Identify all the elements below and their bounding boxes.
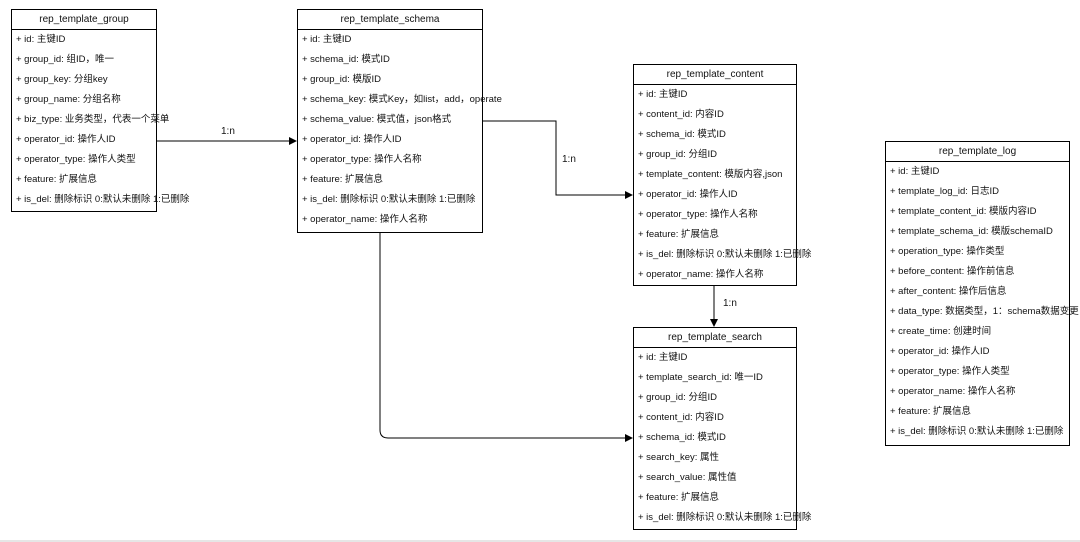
- edge-label-group-schema: 1:n: [221, 126, 235, 138]
- entity-field: + content_id: 内容ID: [638, 109, 724, 120]
- entity-field: + schema_id: 模式ID: [638, 432, 726, 443]
- entity-fields: + id: 主键ID + schema_id: 模式ID + group_id: 模…: [298, 30, 502, 230]
- entity-field: + operation_type: 操作类型: [890, 246, 1005, 257]
- entity-field: + feature: 扩展信息: [16, 174, 98, 185]
- entity-field: + group_name: 分组名称: [16, 94, 121, 105]
- entity-field: + is_del: 删除标识 0:默认未删除 1:已删除: [890, 426, 1064, 437]
- edge-schema-to-search: [379, 232, 633, 442]
- entity-field: + content_id: 内容ID: [638, 412, 724, 423]
- entity-field: + schema_id: 模式ID: [302, 54, 390, 65]
- entity-field: + operator_id: 操作人ID: [638, 189, 738, 200]
- entity-field: + is_del: 删除标识 0:默认未删除 1:已删除: [16, 194, 190, 205]
- entity-field: + feature: 扩展信息: [890, 406, 972, 417]
- edge-label-schema-content: 1:n: [562, 154, 576, 166]
- entity-field: + operator_name: 操作人名称: [638, 269, 764, 280]
- entity-field: + id: 主键ID: [638, 352, 688, 363]
- entity-rep-template-log[interactable]: rep_template_log + id: 主键ID + template_lo…: [885, 141, 1079, 446]
- entity-rep-template-schema[interactable]: rep_template_schema + id: 主键ID + schema_i…: [297, 9, 502, 233]
- entity-title: rep_template_search: [634, 328, 796, 348]
- entity-field: + is_del: 删除标识 0:默认未删除 1:已删除: [302, 194, 476, 205]
- edge-label-content-search: 1:n: [723, 298, 737, 310]
- entity-fields: + id: 主键ID + template_search_id: 唯一ID + gr…: [634, 348, 812, 528]
- entity-rep-template-content[interactable]: rep_template_content + id: 主键ID + content…: [633, 64, 812, 286]
- entity-fields: + id: 主键ID + group_id: 组ID，唯一 + group_key:…: [12, 30, 190, 210]
- entity-fields: + id: 主键ID + template_log_id: 日志ID + templ…: [886, 162, 1079, 442]
- entity-field: + id: 主键ID: [16, 34, 66, 45]
- entity-field: + search_key: 属性: [638, 452, 720, 463]
- entity-field: + id: 主键ID: [302, 34, 352, 45]
- entity-field: + group_key: 分组key: [16, 74, 108, 85]
- entity-field: + group_id: 分组ID: [638, 149, 717, 160]
- entity-field: + operator_id: 操作人ID: [302, 134, 402, 145]
- entity-field: + biz_type: 业务类型，代表一个菜单: [16, 114, 170, 125]
- entity-field: + search_value: 属性值: [638, 472, 737, 483]
- canvas-bottom-edge: [0, 540, 1080, 542]
- edge-schema-to-content: [482, 120, 633, 199]
- entity-field: + schema_id: 模式ID: [638, 129, 726, 140]
- entity-field: + after_content: 操作后信息: [890, 286, 1007, 297]
- entity-title: rep_template_log: [886, 142, 1069, 162]
- entity-field: + schema_key: 模式Key，如list，add，operate: [302, 94, 502, 105]
- entity-field: + operator_name: 操作人名称: [890, 386, 1016, 397]
- entity-field: + is_del: 删除标识 0:默认未删除 1:已删除: [638, 512, 812, 523]
- entity-field: + id: 主键ID: [890, 166, 940, 177]
- entity-field: + template_schema_id: 模版schemaID: [890, 226, 1053, 237]
- entity-field: + feature: 扩展信息: [302, 174, 384, 185]
- entity-field: + schema_value: 模式值，json格式: [302, 114, 452, 125]
- entity-field: + operator_type: 操作人类型: [890, 366, 1010, 377]
- entity-field: + template_log_id: 日志ID: [890, 186, 1000, 197]
- entity-field: + operator_id: 操作人ID: [16, 134, 116, 145]
- entity-title: rep_template_content: [634, 65, 796, 85]
- entity-field: + create_time: 创建时间: [890, 326, 992, 337]
- entity-field: + operator_type: 操作人类型: [16, 154, 136, 165]
- entity-field: + before_content: 操作前信息: [890, 266, 1015, 277]
- entity-rep-template-search[interactable]: rep_template_search + id: 主键ID + template…: [633, 327, 812, 530]
- entity-field: + template_search_id: 唯一ID: [638, 372, 763, 383]
- entity-field: + operator_type: 操作人名称: [638, 209, 758, 220]
- entity-field: + feature: 扩展信息: [638, 492, 720, 503]
- entity-title: rep_template_group: [12, 10, 156, 30]
- entity-field: + template_content: 模版内容,json: [638, 169, 783, 180]
- entity-field: + operator_name: 操作人名称: [302, 214, 428, 225]
- entity-fields: + id: 主键ID + content_id: 内容ID + schema_id:…: [634, 85, 812, 285]
- entity-title: rep_template_schema: [298, 10, 482, 30]
- entity-field: + id: 主键ID: [638, 89, 688, 100]
- entity-field: + data_type: 数据类型，1：schema数据变更: [890, 306, 1079, 317]
- entity-field: + operator_type: 操作人名称: [302, 154, 422, 165]
- entity-field: + group_id: 组ID，唯一: [16, 54, 114, 65]
- entity-field: + template_content_id: 模版内容ID: [890, 206, 1037, 217]
- entity-field: + is_del: 删除标识 0:默认未删除 1:已删除: [638, 249, 812, 260]
- entity-field: + group_id: 分组ID: [638, 392, 717, 403]
- entity-field: + feature: 扩展信息: [638, 229, 720, 240]
- entity-field: + group_id: 模版ID: [302, 74, 381, 85]
- entity-field: + operator_id: 操作人ID: [890, 346, 990, 357]
- entity-rep-template-group[interactable]: rep_template_group + id: 主键ID + group_id:…: [11, 9, 190, 212]
